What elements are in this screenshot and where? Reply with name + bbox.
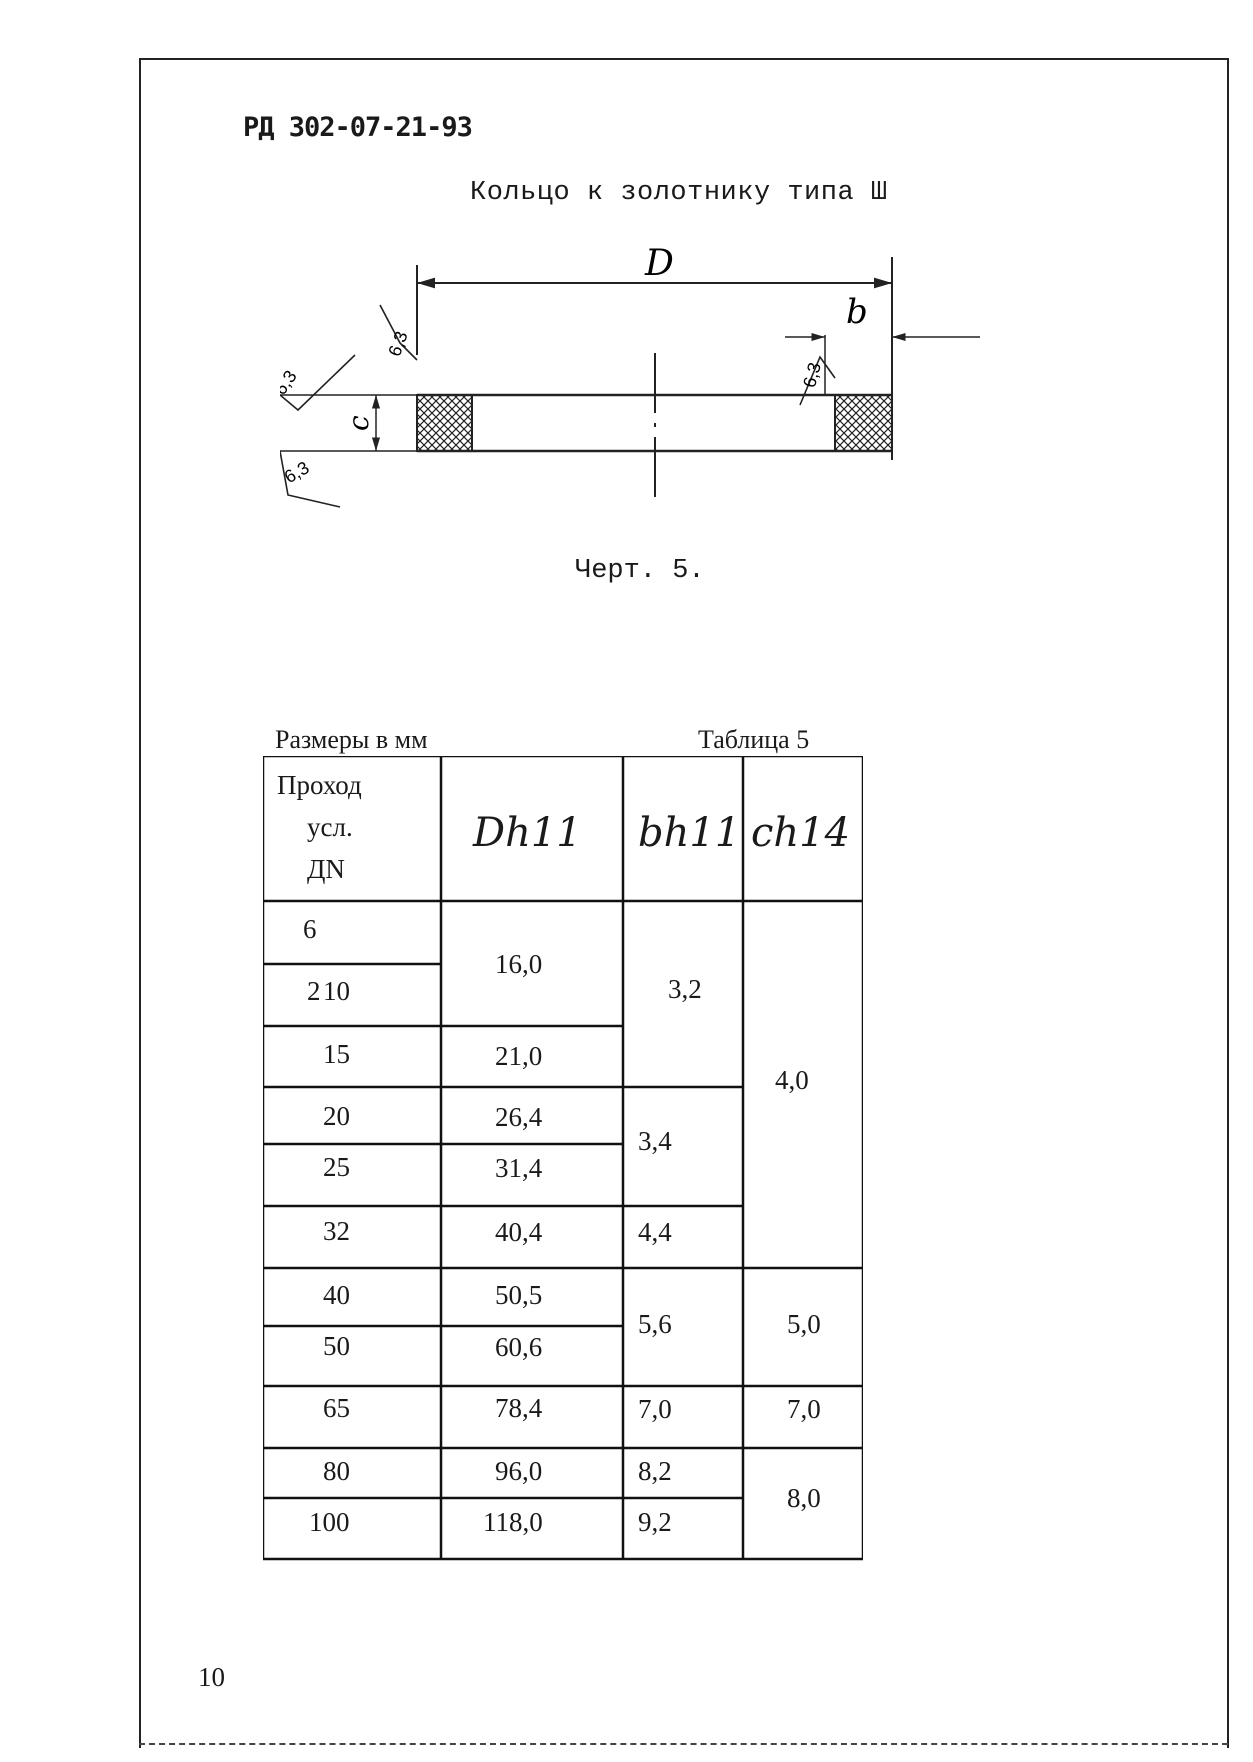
table-cell-c: 8,0 bbox=[787, 1483, 821, 1513]
table-cell-b: 4,4 bbox=[638, 1217, 672, 1247]
roughness-value: 6,3 bbox=[799, 360, 825, 389]
dimension-label-D: D bbox=[644, 245, 674, 284]
table-cell-dn: 32 bbox=[323, 1216, 350, 1246]
header-D: Dh11 bbox=[473, 810, 582, 856]
ring-drawing: D b c 6,3 6,3 6,3 6,3 bbox=[280, 245, 980, 508]
header-dn-line1: Проход bbox=[277, 770, 362, 800]
table-cell-dn: 6 bbox=[303, 914, 317, 944]
table-cell-D: 50,5 bbox=[495, 1280, 543, 1310]
table-cell-D: 60,6 bbox=[495, 1332, 543, 1362]
table-cell-D: 118,0 bbox=[483, 1507, 543, 1537]
table-cell-dn: 20 bbox=[323, 1101, 350, 1131]
table-cell-dn: 100 bbox=[309, 1507, 350, 1537]
table-cell-c: 5,0 bbox=[787, 1309, 821, 1339]
table-grid bbox=[263, 756, 863, 1561]
table-cell-dn: 80 bbox=[323, 1456, 350, 1486]
table-cell-dn: 50 bbox=[323, 1331, 350, 1361]
page-number: 10 bbox=[198, 1662, 225, 1692]
table-cell-dn: 25 bbox=[323, 1152, 350, 1182]
header-dn-line2: усл. bbox=[307, 812, 353, 842]
table-cell-dn: 65 bbox=[323, 1393, 350, 1423]
page-frame-bottom bbox=[139, 1743, 1228, 1745]
roughness-value: 6,3 bbox=[384, 329, 411, 359]
roughness-symbol-inner-left: 6,3 bbox=[379, 304, 418, 361]
table-cell-D: 40,4 bbox=[495, 1217, 543, 1247]
header-c: ch14 bbox=[751, 810, 851, 856]
table-cell-c: 7,0 bbox=[787, 1394, 821, 1424]
table-cell-dn: 40 bbox=[323, 1280, 350, 1310]
table-number: Таблица 5 bbox=[698, 725, 810, 754]
roughness-value: 6,3 bbox=[280, 367, 301, 399]
table-cell-b: 7,0 bbox=[638, 1394, 672, 1424]
table-cell-dn-mark: 2 bbox=[307, 976, 321, 1006]
table-cell-dn: 10 bbox=[323, 976, 350, 1006]
table-cell-b: 8,2 bbox=[638, 1456, 672, 1486]
table-cell-D: 16,0 bbox=[495, 949, 543, 979]
figure-caption: Черт. 5. bbox=[575, 556, 705, 586]
table-cell-D: 96,0 bbox=[495, 1456, 543, 1486]
table-cell-b: 5,6 bbox=[638, 1309, 672, 1339]
table-cell-D: 78,4 bbox=[495, 1393, 543, 1423]
page-frame-right bbox=[1227, 58, 1229, 1748]
document-code: РД 302-07-21-93 bbox=[243, 112, 473, 143]
table-cell-b: 3,4 bbox=[638, 1126, 672, 1156]
header-dn-line3: ДN bbox=[307, 854, 345, 884]
table-cell-b: 3,2 bbox=[668, 974, 702, 1004]
roughness-symbol-right: 6,3 bbox=[799, 355, 836, 406]
header-b: bh11 bbox=[638, 810, 741, 856]
roughness-symbol-bottom-left: 6,3 bbox=[280, 450, 341, 508]
table-cell-c: 4,0 bbox=[775, 1065, 809, 1095]
figure-title: Кольцо к золотнику типа Ш bbox=[470, 178, 888, 208]
table-cell-D: 26,4 bbox=[495, 1102, 543, 1132]
table-cell-dn: 15 bbox=[323, 1039, 350, 1069]
page-frame-top bbox=[139, 58, 1228, 60]
table-cell-D: 21,0 bbox=[495, 1041, 543, 1071]
roughness-symbol-top-left: 6,3 bbox=[280, 354, 356, 412]
table-units-note: Размеры в мм bbox=[275, 725, 428, 754]
table-cell-b: 9,2 bbox=[638, 1507, 672, 1537]
dimensions-table: Проход усл. ДN Dh11 bh11 ch14 6 2 10 15 … bbox=[263, 756, 863, 1562]
table-cell-D: 31,4 bbox=[495, 1153, 543, 1183]
dimension-label-c: c bbox=[342, 415, 375, 431]
page-frame-left bbox=[139, 58, 141, 1748]
dimension-label-b: b bbox=[846, 292, 868, 332]
